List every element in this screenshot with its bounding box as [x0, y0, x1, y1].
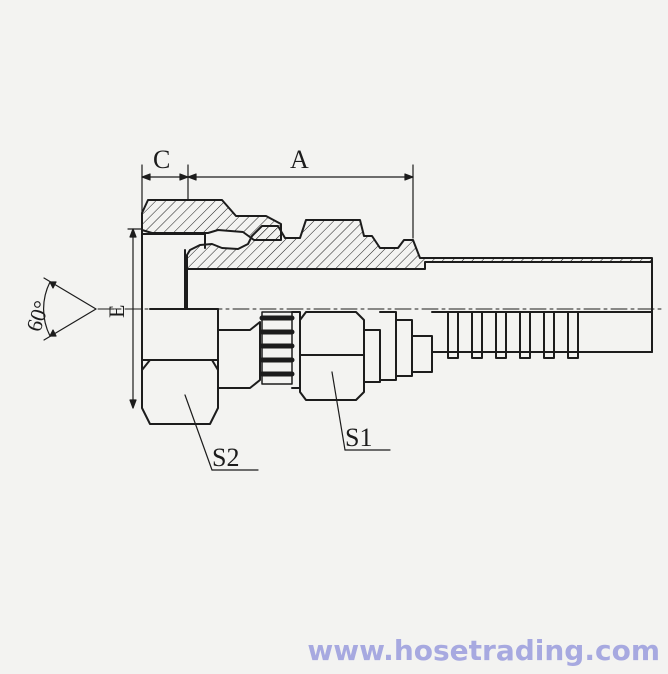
dim-e-label: E: [104, 305, 129, 318]
leader-lines: [184, 371, 391, 471]
dim-c-label: C: [153, 145, 170, 174]
angle-60-marker: [43, 277, 97, 341]
body-hex-s1: [291, 311, 365, 401]
dim-a-label: A: [290, 145, 309, 174]
ring-groove: [259, 311, 295, 385]
angle-label: 60°: [21, 298, 54, 335]
s1-label: S1: [345, 423, 372, 452]
nut-lower-body: [217, 308, 261, 389]
body-collar: [363, 311, 413, 383]
s2-label: S2: [212, 443, 239, 472]
watermark-url: www.hosetrading.com: [307, 634, 660, 667]
section-hatch-body: [186, 219, 653, 270]
dimension-lines: [127, 164, 414, 409]
tail-barbs: [447, 311, 579, 359]
